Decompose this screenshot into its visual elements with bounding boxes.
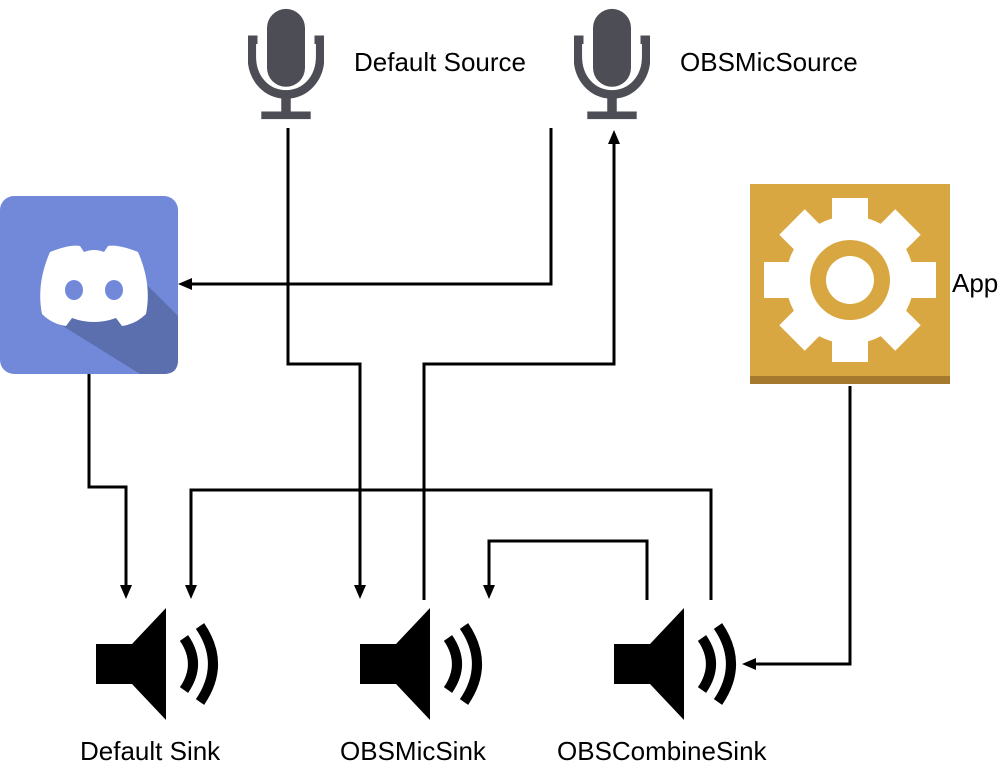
arrowhead-obs-mic-sink-left [354, 585, 366, 599]
discord-icon [40, 245, 148, 326]
gear-icon [764, 198, 936, 362]
speaker-icon [614, 608, 731, 720]
edge-obs-combine-sink-to-obs-mic-sink [487, 539, 649, 600]
default-sink-label: Default Sink [80, 736, 221, 766]
edge-app-to-obs-combine-sink [756, 386, 852, 666]
speaker-icon [360, 608, 477, 720]
default-source-label: Default Source [354, 47, 526, 77]
arrowhead-discord [178, 278, 192, 290]
obs-combine-sink-label: OBSCombineSink [557, 736, 768, 766]
obs-mic-source-label: OBSMicSource [680, 47, 858, 77]
edge-obs-mic-sink-to-obs-mic-source [422, 144, 616, 600]
connectors [87, 128, 852, 670]
edge-discord-to-default-sink [87, 374, 128, 588]
node-app: App [750, 184, 998, 384]
microphone-icon [248, 9, 324, 119]
arrowhead-default-sink-right [185, 585, 197, 599]
arrowhead-obs-combine-sink [742, 658, 756, 670]
obs-mic-sink-label: OBSMicSink [340, 736, 487, 766]
arrowhead-obs-mic-sink-right [483, 585, 495, 599]
microphone-icon [574, 9, 650, 119]
edge-default-source-to-obs-mic-sink [286, 128, 362, 588]
node-default-sink: Default Sink [80, 608, 221, 766]
edge-obs-mic-source-to-discord [188, 128, 553, 286]
node-discord [0, 196, 178, 374]
arrowhead-obs-mic-source [608, 130, 620, 144]
node-obs-mic-sink: OBSMicSink [340, 608, 487, 766]
edge-obs-combine-sink-to-default-sink [189, 488, 713, 600]
app-icon-bottom-band [750, 376, 950, 384]
node-obs-mic-source: OBSMicSource [574, 9, 858, 119]
app-label: App [952, 268, 998, 298]
arrowhead-default-sink-left [120, 585, 132, 599]
node-obs-combine-sink: OBSCombineSink [557, 608, 768, 766]
speaker-icon [96, 608, 213, 720]
node-default-source: Default Source [248, 9, 526, 119]
